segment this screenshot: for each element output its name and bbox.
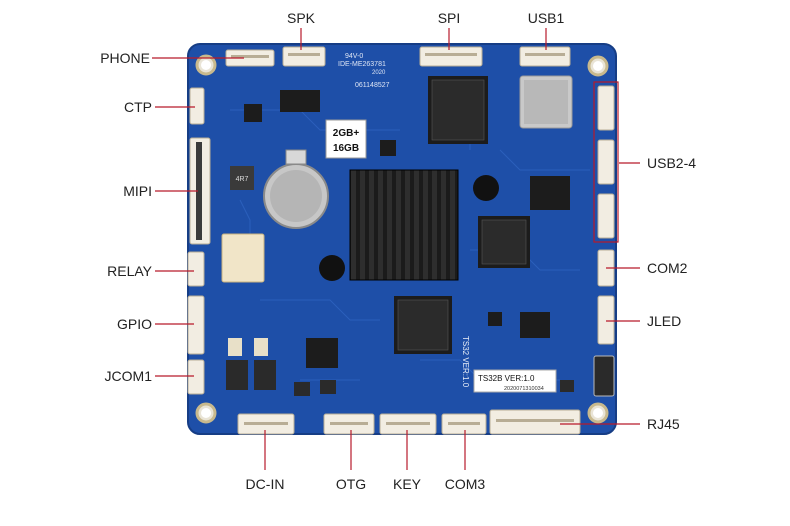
eth-chip <box>520 312 550 338</box>
spk-connector <box>282 46 326 67</box>
label-com3: COM3 <box>444 476 486 492</box>
mounting-holes <box>195 54 609 424</box>
silk-top2: IDE-ME263781 <box>338 61 386 68</box>
label-jcom1: JCOM1 <box>104 368 152 384</box>
memory-line2: 16GB <box>333 143 359 154</box>
label-key: KEY <box>392 476 422 492</box>
label-dc-in: DC-IN <box>245 476 285 492</box>
serial-label: 2020071310034 <box>504 386 544 392</box>
label-spk: SPK <box>286 10 316 26</box>
relay <box>221 233 265 283</box>
usb-hub-chip <box>530 176 570 210</box>
audio-chip <box>280 90 320 112</box>
spi-connector <box>419 46 483 67</box>
label-jled: JLED <box>647 313 682 329</box>
memory-line1: 2GB+ <box>333 128 360 139</box>
memory-label <box>325 119 367 159</box>
small-chip-1 <box>244 104 262 122</box>
model-sticker <box>473 369 557 393</box>
label-spi: SPI <box>437 10 461 26</box>
side-connector <box>593 355 615 397</box>
small-chip-2 <box>380 140 396 156</box>
label-usb2-4: USB2-4 <box>647 155 697 171</box>
gpio-connector <box>187 295 205 355</box>
label-com2: COM2 <box>647 260 688 276</box>
label-mipi: MIPI <box>123 183 152 199</box>
small-chip-3 <box>488 312 502 326</box>
label-relay: RELAY <box>107 263 152 279</box>
silk-top1: 94V-0 <box>345 53 363 60</box>
label-ctp: CTP <box>124 99 152 115</box>
pmic-chip <box>306 338 338 368</box>
usb2-connector <box>597 85 615 131</box>
usb4-connector <box>597 193 615 239</box>
label-phone: PHONE <box>100 50 150 66</box>
jcom1-connector <box>187 359 205 395</box>
silk-vertical: TS32 VER:1.0 <box>461 336 470 388</box>
usb3-connector <box>597 139 615 185</box>
label-rj45: RJ45 <box>647 416 680 432</box>
ctp-connector <box>189 87 205 125</box>
silk-top4: 061148527 <box>355 82 390 89</box>
usb-group-outline <box>593 81 619 243</box>
label-gpio: GPIO <box>116 316 152 332</box>
inductor <box>230 166 254 190</box>
heatsink <box>349 169 459 281</box>
leader-lines <box>152 28 640 470</box>
silk-top3: 2020 <box>372 70 386 76</box>
label-usb1: USB1 <box>527 10 565 26</box>
usb1-connector <box>519 46 571 67</box>
jled-connector <box>597 295 615 345</box>
model-label: TS32B VER:1.0 <box>478 374 535 383</box>
label-otg: OTG <box>335 476 367 492</box>
inductor-text: 4R7 <box>236 176 249 183</box>
relay-connector <box>187 251 205 287</box>
